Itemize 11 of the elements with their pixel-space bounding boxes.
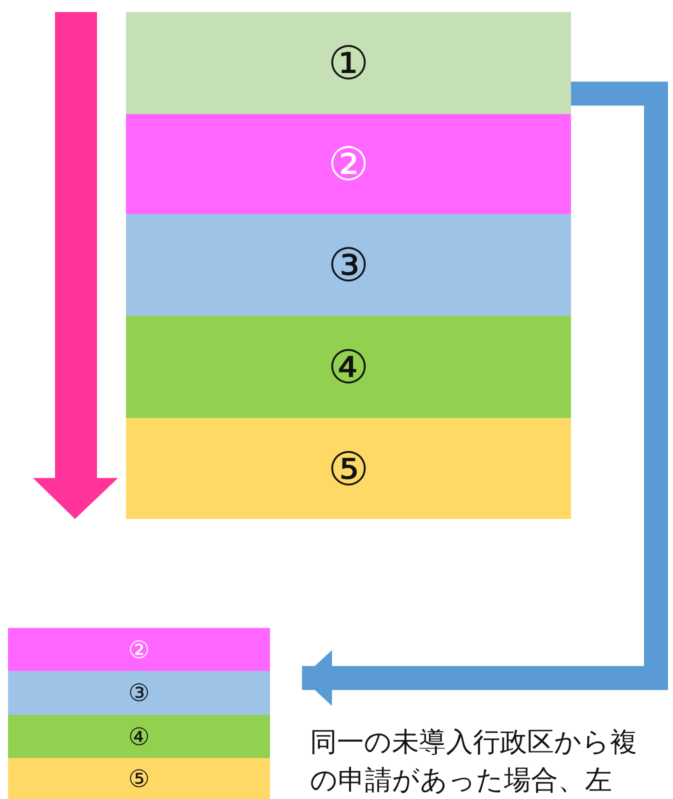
step-band: ④: [8, 715, 270, 758]
step-band: ⑤: [8, 758, 270, 799]
step-band: ③: [126, 214, 571, 316]
step-band: ③: [8, 671, 270, 715]
step-band: ②: [126, 114, 571, 214]
note-text: 同一の未導入行政区から複の申請があった場合、左: [310, 726, 638, 798]
step-band: ⑤: [126, 418, 571, 519]
step-band: ④: [126, 316, 571, 418]
step-band: ②: [8, 628, 270, 671]
arrow: [302, 82, 668, 706]
step-band: ①: [126, 12, 571, 114]
